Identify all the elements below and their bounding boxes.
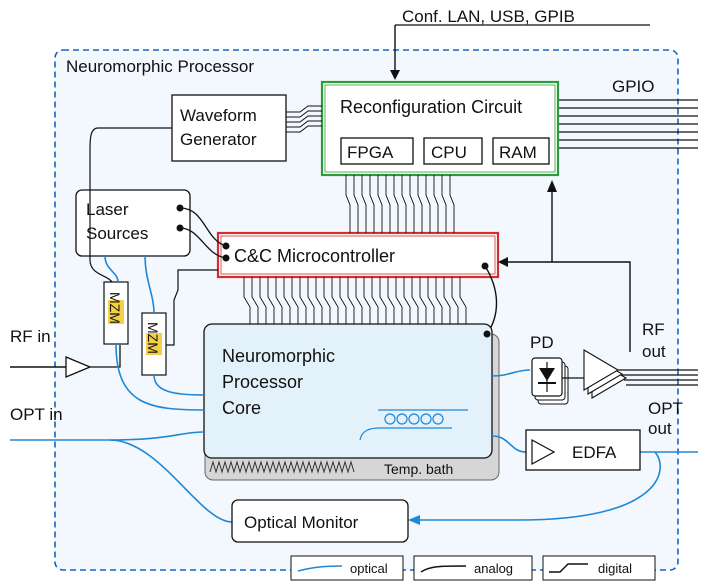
mzm-1-highlight [108,300,124,324]
legend-analog-label: analog [474,561,513,576]
legend-optical-swatch [297,565,343,572]
rf-in-to-mzm [90,345,121,368]
mzm-1-label: MZM [107,292,123,324]
rf-out-lines [618,369,698,386]
cpu-label: CPU [431,143,467,162]
legend-digital-box [542,555,656,581]
mzm-2-highlight [146,333,162,355]
optical-monitor-label: Optical Monitor [244,513,359,532]
photodiode-icon [538,362,556,392]
reconfiguration-circuit-label: Reconfiguration Circuit [340,97,522,117]
waveform-to-mzm-links [89,127,218,346]
cpu-chip [423,137,483,165]
ram-label: RAM [499,143,537,162]
feedback-arrow-cc [498,257,508,267]
rf-out-amplifiers [583,349,628,399]
waveform-digital-bus [286,105,322,133]
cc-core-bus [243,277,467,324]
optical-monitor-arrow [408,515,420,525]
opt-out-label: OPT out [648,399,687,438]
waveform-generator-label: Waveform Generator [180,106,262,149]
gpio-lines [558,99,698,149]
laser-sources-line-1: Laser [86,200,129,219]
legend-digital-label: digital [598,561,632,576]
core-line-1: Neuromorphic [222,346,335,366]
waveform-generator-line-2: Generator [180,130,257,149]
ram-chip [492,137,550,165]
waveform-generator-box [171,94,287,162]
rf-in-amplifier [65,356,92,378]
temp-bath-label: Temp. bath [384,461,453,477]
mzm-2-label: MZM [145,322,161,354]
opt-in-label: OPT in [10,405,63,424]
temp-bath-coils [209,460,355,474]
reconf-cc-bus [345,175,455,233]
opt-out-line-2: out [648,419,672,438]
legend-optical-label: optical [350,561,388,576]
optical-paths [10,255,698,523]
feedback-arrow-reconf [547,180,557,192]
rf-in-label: RF in [10,327,51,346]
core-box [203,323,493,459]
conf-arrow-head [390,70,400,80]
laser-sources-box [75,189,191,257]
rf-out-line-2: out [642,342,666,361]
core-line-3: Core [222,398,261,418]
waveform-generator-line-1: Waveform [180,106,257,125]
fpga-chip [340,137,414,165]
legend: optical analog digital [290,555,656,581]
optical-monitor-box [231,499,409,543]
cc-microcontroller-label: C&C Microcontroller [234,246,395,266]
fpga-label: FPGA [347,143,394,162]
edfa-label: EDFA [572,443,617,462]
rf-out-line-1: RF [642,320,665,339]
core-line-2: Processor [222,372,303,392]
core-label: Neuromorphic Processor Core [222,346,340,418]
laser-sources-label: Laser Sources [86,200,148,243]
laser-control-links [179,207,227,259]
edfa-amplifier-icon [531,438,556,466]
opt-out-line-1: OPT [648,399,683,418]
legend-analog-box [413,555,533,581]
conf-interface-label: Conf. LAN, USB, GPIB [402,7,575,26]
pd-stack [531,357,569,405]
core-port [483,330,491,338]
gpio-label: GPIO [612,77,655,96]
core-ring-resonators [359,409,468,441]
rf-out-label: RF out [642,320,669,361]
legend-digital-swatch [549,563,588,573]
legend-analog-swatch [420,565,467,573]
pd-label: PD [530,333,554,352]
processor-title: Neuromorphic Processor [66,57,254,76]
laser-sources-line-2: Sources [86,224,148,243]
